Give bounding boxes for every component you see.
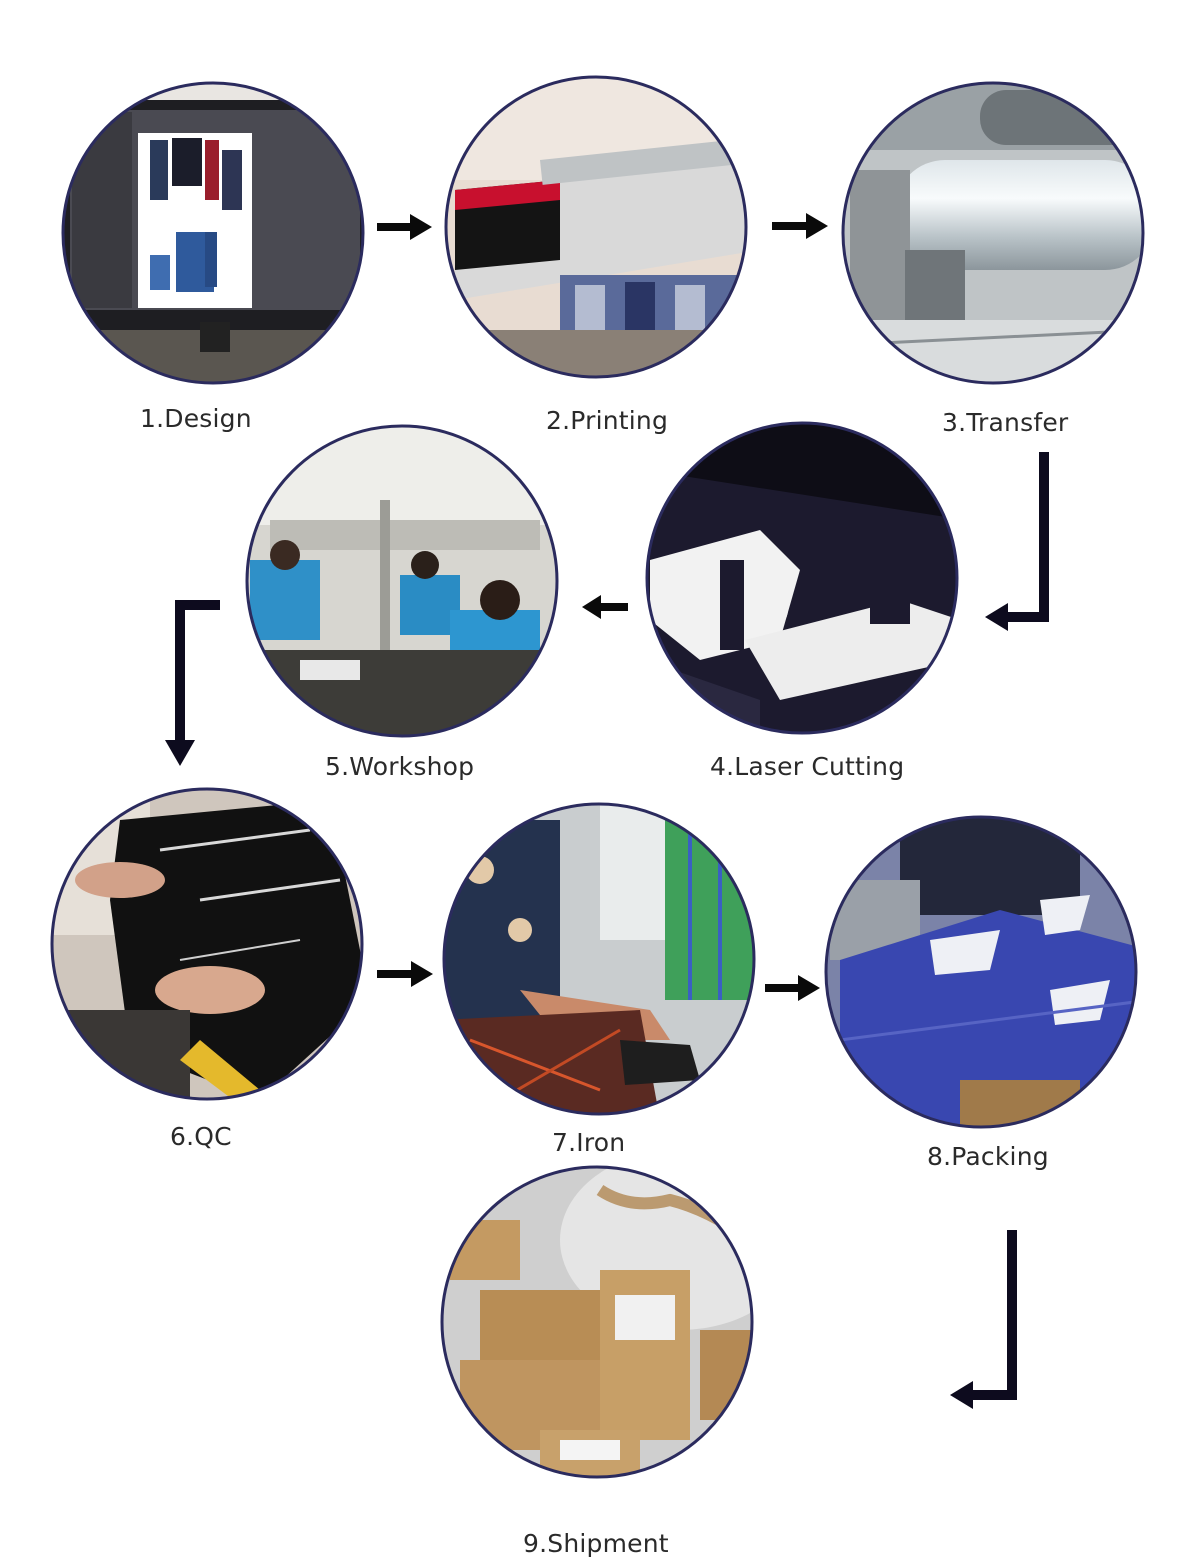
step-9-label: 9.Shipment [523, 1529, 669, 1558]
step-4-label: 4.Laser Cutting [710, 752, 905, 781]
step-2-label: 2.Printing [546, 406, 669, 435]
step-5-label: 5.Workshop [325, 752, 475, 781]
arrow-iron-to-packing [765, 975, 820, 1001]
arrow-packing-to-shipment [950, 1230, 1017, 1409]
sewing-workshop-photo [247, 426, 557, 736]
large-format-printer-photo [446, 77, 746, 377]
step-8-label: 8.Packing [927, 1142, 1049, 1171]
step-1-label: 1.Design [140, 404, 252, 433]
step-9-photo [440, 1165, 754, 1479]
step-5-photo [245, 424, 559, 738]
step-2-photo [444, 75, 748, 379]
step-7-photo [442, 802, 756, 1116]
arrow-design-to-printing [377, 214, 432, 240]
step-3-label: 3.Transfer [942, 408, 1069, 437]
arrow-laser-cutting-to-workshop [582, 595, 628, 619]
laser-cut-fabric-photo [647, 423, 957, 733]
heat-transfer-roller-photo [843, 83, 1143, 383]
step-4-photo [645, 421, 959, 735]
step-1-photo [61, 81, 365, 385]
step-6-photo [50, 787, 364, 1101]
arrow-printing-to-transfer [772, 213, 828, 239]
step-3-photo [841, 81, 1145, 385]
cardboard-boxes-photo [442, 1167, 752, 1477]
step-7-label: 7.Iron [552, 1128, 626, 1157]
quality-check-photo [52, 789, 362, 1099]
packed-garments-photo [826, 817, 1136, 1127]
computer-monitor-design-photo [63, 83, 363, 383]
step-8-photo [824, 815, 1138, 1129]
ironing-photo [444, 804, 754, 1114]
arrow-transfer-to-laser-cutting [985, 452, 1049, 631]
step-6-label: 6.QC [170, 1122, 232, 1151]
arrow-workshop-to-qc [165, 600, 220, 766]
arrow-qc-to-iron [377, 961, 433, 987]
